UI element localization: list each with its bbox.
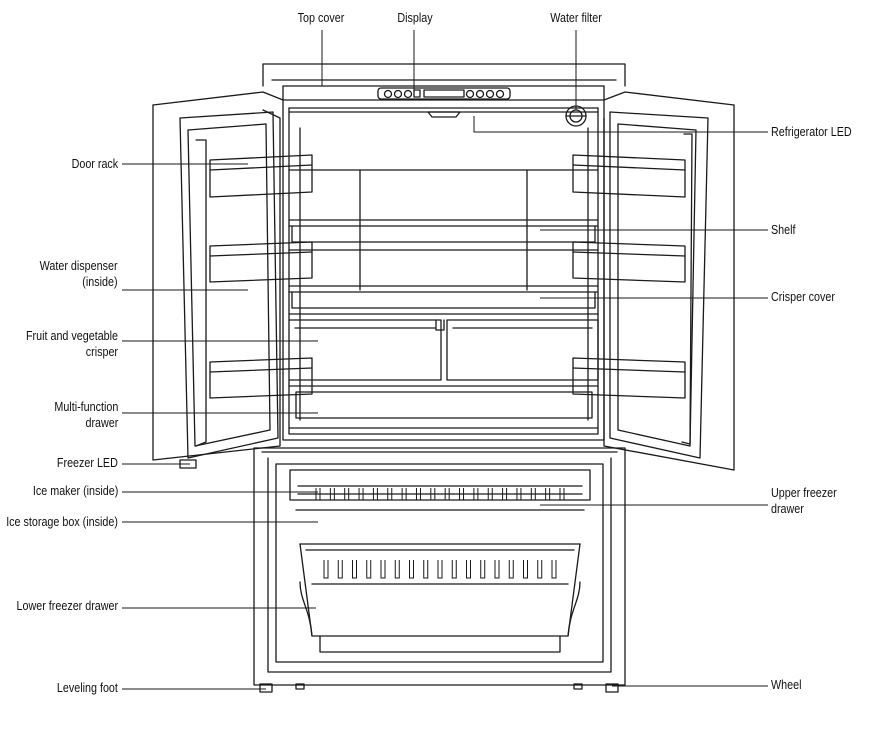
label-freezer-led: Freezer LED (57, 456, 118, 470)
ice-tray-tooth (358, 488, 364, 501)
ice-tray-tooth (352, 560, 357, 579)
display-drawing (377, 87, 511, 100)
label-ice-maker: Ice maker (inside) (32, 484, 118, 498)
feet-drawing (259, 683, 619, 693)
ice-tray-tooth (401, 488, 407, 501)
ice-tray-tooth (545, 488, 551, 501)
ice-tray-tooth (551, 560, 557, 579)
ice-tray-tooth (466, 560, 471, 579)
ice-tray-tooth (372, 488, 378, 501)
ice-tray-tooth (494, 560, 500, 579)
top-cover-drawing (262, 63, 626, 101)
ice-tray-tooth (337, 560, 343, 579)
right-door-drawing (572, 91, 735, 471)
ice-tray-tooth (329, 488, 335, 501)
ice-tray-tooth (344, 488, 350, 501)
ice-tray-tooth (559, 488, 565, 501)
ice-tray-tooth (437, 560, 443, 579)
ice-tray-tooth (537, 560, 543, 579)
ice-tray-tooth (487, 488, 493, 501)
ice-tray-tooth (502, 488, 508, 501)
freezer-drawing (253, 447, 626, 686)
label-leveling-foot: Leveling foot (57, 681, 118, 695)
ice-tray-tooth (430, 488, 436, 501)
fridge-cabinet (282, 99, 605, 441)
label-shelf: Shelf (771, 223, 796, 237)
crisper-drawing (288, 319, 599, 381)
ice-tray-tooth (394, 560, 400, 579)
ice-tray-tooth (516, 488, 522, 501)
ice-tray-tooth (423, 560, 429, 579)
label-water-filter: Water filter (550, 11, 602, 25)
label-display: Display (397, 11, 433, 25)
ice-tray-tooth (523, 560, 528, 579)
ice-tray-tooth (380, 560, 386, 579)
ice-tray-tooth (530, 488, 536, 501)
shelf-drawing (288, 219, 599, 251)
label-lower-freezer-drawer: Lower freezer drawer (16, 599, 118, 613)
label-crisper-cover: Crisper cover (771, 290, 835, 304)
ice-tray-tooth (459, 488, 465, 501)
ice-tray-tooth (480, 560, 486, 579)
label-water-dispenser: Water dispenser(inside) (40, 259, 118, 289)
leader-refrigerator-led (473, 116, 768, 133)
ice-tray-tooth (508, 560, 514, 579)
ice-tray-tooth (415, 488, 421, 501)
ice-tray-tooth (451, 560, 457, 579)
left-door-drawing (152, 91, 313, 469)
ice-tray-tooth (366, 560, 372, 579)
ice-tray-tooth (387, 488, 393, 501)
ice-tray-tooth (409, 560, 414, 579)
label-door-rack: Door rack (71, 157, 118, 171)
label-wheel: Wheel (771, 678, 802, 692)
multi-drawer-drawing (288, 385, 599, 429)
crisper-cover-drawing (288, 285, 599, 315)
ice-tray-details (315, 488, 565, 579)
ice-tray-tooth (323, 560, 329, 579)
label-ice-storage-box: Ice storage box (inside) (6, 515, 118, 529)
ice-tray-tooth (444, 488, 450, 501)
label-top-cover: Top cover (297, 11, 345, 25)
ice-tray-tooth (473, 488, 479, 501)
label-refrigerator-led: Refrigerator LED (771, 125, 852, 139)
ice-tray-tooth (315, 488, 321, 501)
